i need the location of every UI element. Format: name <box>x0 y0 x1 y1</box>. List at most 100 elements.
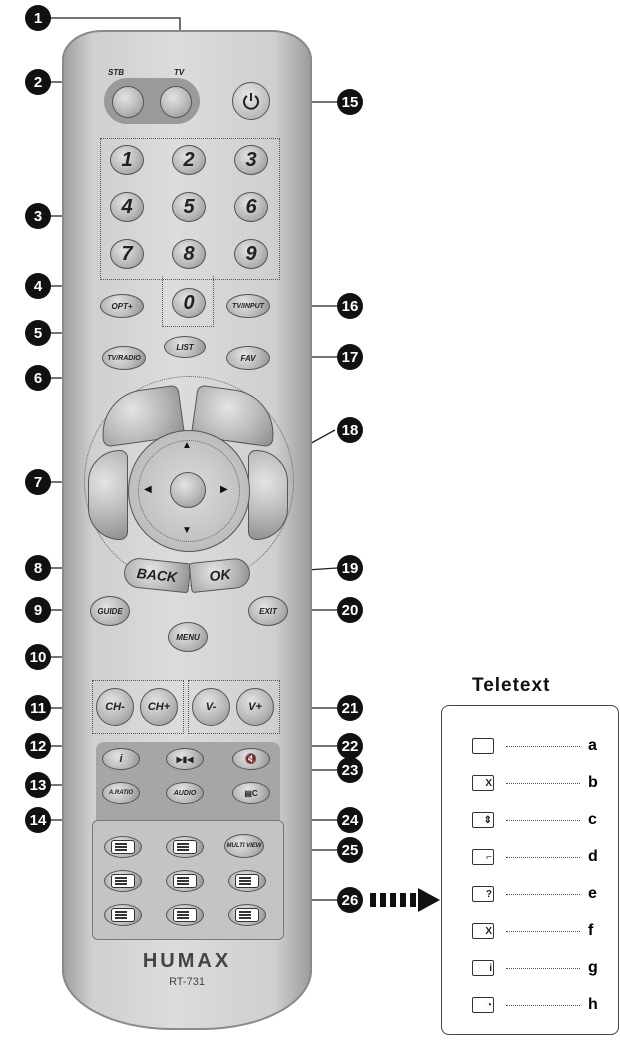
info-button[interactable]: i <box>102 748 140 770</box>
number-key-5[interactable]: 5 <box>172 192 206 222</box>
nav-center-button[interactable] <box>170 472 206 508</box>
teletext-g-icon <box>235 874 259 888</box>
audio-button[interactable]: AUDIO <box>166 782 204 804</box>
teletext-legend-panel: a X b ⇕ c ⌐ d ? e X f i g ◔ h <box>441 705 619 1035</box>
power-icon <box>243 93 259 110</box>
number-key-1[interactable]: 1 <box>110 145 144 175</box>
channel-outline <box>92 680 184 734</box>
teletext-size-icon: ⇕ <box>472 812 494 828</box>
callout-16: 16 <box>337 293 363 319</box>
tv-mode-button[interactable] <box>160 86 192 118</box>
colour-key-left[interactable] <box>88 450 128 540</box>
aspect-ratio-button[interactable]: A.RATIO <box>102 782 140 804</box>
number-key-7[interactable]: 7 <box>110 239 144 269</box>
zero-key-outline <box>162 276 214 327</box>
teletext-letter-a: a <box>588 737 597 754</box>
teletext-button-f[interactable] <box>166 904 204 926</box>
callout-2: 2 <box>25 69 51 95</box>
back-button[interactable]: BACK <box>122 556 192 594</box>
teletext-legend-row-b: X b <box>472 773 602 793</box>
arrow-left-icon[interactable]: ◀ <box>144 484 152 495</box>
multi-view-button[interactable]: MULTI VIEW <box>224 834 264 858</box>
tv-radio-button[interactable]: TV/RADIO <box>102 346 146 370</box>
number-key-9[interactable]: 9 <box>234 239 268 269</box>
teletext-reveal-icon: ? <box>472 886 494 902</box>
teletext-list-icon <box>472 738 494 754</box>
teletext-letter-h: h <box>588 996 598 1013</box>
channel-down-button[interactable]: CH- <box>96 688 134 726</box>
teletext-legend-row-d: ⌐ d <box>472 847 602 867</box>
teletext-d-icon <box>173 840 197 854</box>
volume-up-button[interactable]: V+ <box>236 688 274 726</box>
list-button[interactable]: LIST <box>164 336 206 358</box>
leader-dots <box>506 1004 580 1006</box>
callout-14: 14 <box>25 807 51 833</box>
arrow-down-icon[interactable]: ▼ <box>182 525 192 536</box>
exit-button[interactable]: EXIT <box>248 596 288 626</box>
number-key-0[interactable]: 0 <box>172 288 206 318</box>
teletext-hold-icon: X <box>472 923 494 939</box>
callout-7: 7 <box>25 469 51 495</box>
number-key-2[interactable]: 2 <box>172 145 206 175</box>
teletext-subpage-icon: ⌐ <box>472 849 494 865</box>
navigation-pad-outline <box>138 440 240 542</box>
menu-button[interactable]: MENU <box>168 622 208 652</box>
teletext-button-e[interactable] <box>166 870 204 892</box>
fav-button[interactable]: FAV <box>226 346 270 370</box>
stb-mode-button[interactable] <box>112 86 144 118</box>
callout-22: 22 <box>337 733 363 759</box>
subtitle-button[interactable]: ▤C <box>232 782 270 804</box>
number-key-4[interactable]: 4 <box>110 192 144 222</box>
arrow-up-icon[interactable]: ▲ <box>182 440 192 451</box>
teletext-button-c[interactable] <box>104 904 142 926</box>
leader-dots <box>506 893 580 895</box>
channel-up-button[interactable]: CH+ <box>140 688 178 726</box>
colour-key-right[interactable] <box>248 450 288 540</box>
teletext-f-icon <box>173 908 197 922</box>
callout-9: 9 <box>25 597 51 623</box>
tv-input-button[interactable]: TV/INPUT <box>226 294 270 318</box>
power-button[interactable] <box>232 82 270 120</box>
number-key-6[interactable]: 6 <box>234 192 268 222</box>
callout-17: 17 <box>337 344 363 370</box>
callout-10: 10 <box>25 644 51 670</box>
teletext-letter-b: b <box>588 774 598 791</box>
volume-outline <box>188 680 280 734</box>
teletext-h-icon <box>235 908 259 922</box>
teletext-button-a[interactable] <box>104 836 142 858</box>
number-key-8[interactable]: 8 <box>172 239 206 269</box>
brand-logo: HUMAX <box>142 950 232 972</box>
leader-dots <box>506 967 580 969</box>
callout-20: 20 <box>337 597 363 623</box>
teletext-legend-row-h: ◔ h <box>472 995 602 1015</box>
teletext-letter-c: c <box>588 811 597 828</box>
teletext-letter-g: g <box>588 959 598 976</box>
mute-button[interactable]: 🔇 <box>232 748 270 770</box>
teletext-cancel-icon: X <box>472 775 494 791</box>
teletext-button-h[interactable] <box>228 904 266 926</box>
callout-19: 19 <box>337 555 363 581</box>
teletext-button-g[interactable] <box>228 870 266 892</box>
arrow-right-icon[interactable]: ▶ <box>220 484 228 495</box>
callout-6: 6 <box>25 365 51 391</box>
teletext-letter-e: e <box>588 885 597 902</box>
callout-15: 15 <box>337 89 363 115</box>
play-pause-button[interactable]: ▶▮◀ <box>166 748 204 770</box>
teletext-button-b[interactable] <box>104 870 142 892</box>
teletext-index-icon: i <box>472 960 494 976</box>
volume-down-button[interactable]: V- <box>192 688 230 726</box>
guide-button[interactable]: GUIDE <box>90 596 130 626</box>
opt-plus-button[interactable]: OPT+ <box>100 294 144 318</box>
teletext-title: Teletext <box>472 675 551 696</box>
teletext-button-d[interactable] <box>166 836 204 858</box>
number-key-3[interactable]: 3 <box>234 145 268 175</box>
number-pad-outline <box>100 138 280 280</box>
callout-8: 8 <box>25 555 51 581</box>
ok-button[interactable]: OK <box>188 556 252 594</box>
leader-dots <box>506 782 580 784</box>
teletext-legend-row-f: X f <box>472 921 602 941</box>
leader-dots <box>506 930 580 932</box>
stb-label: STB <box>108 68 124 77</box>
callout-18: 18 <box>337 417 363 443</box>
teletext-b-icon <box>111 874 135 888</box>
